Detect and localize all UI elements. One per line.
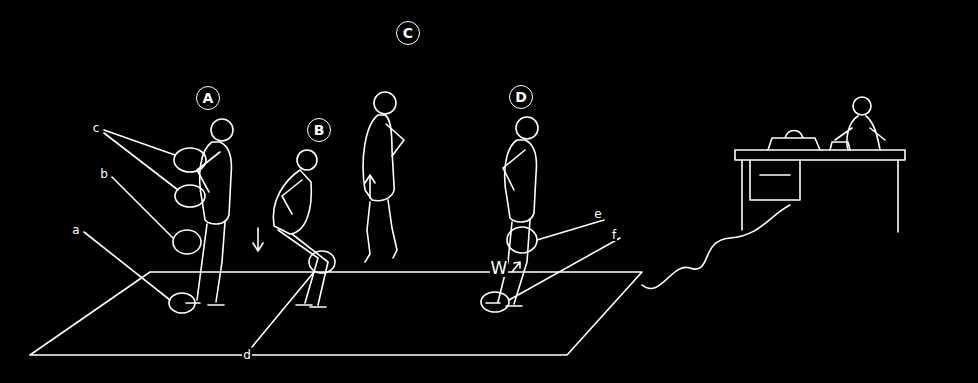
marker-circle <box>481 292 509 312</box>
figure-letter-circle: B <box>307 118 331 142</box>
figure-letter: C <box>403 26 413 40</box>
callout-letter: f <box>611 229 617 241</box>
cable <box>642 205 790 289</box>
marker-circle <box>174 148 206 172</box>
callout-letter: d <box>242 349 252 361</box>
figure-letter: B <box>314 123 325 137</box>
leader-line <box>84 130 620 347</box>
marker-circle <box>173 230 201 254</box>
callout-letter: e <box>593 208 602 220</box>
marker-circle <box>175 185 205 207</box>
operator <box>853 97 871 115</box>
marker-circle <box>169 293 195 313</box>
figure-letter-circle: A <box>196 86 220 110</box>
callout-letter: a <box>71 224 80 236</box>
up-arrow <box>365 175 375 198</box>
recorder <box>768 131 850 151</box>
marker-circle <box>507 227 537 253</box>
figure-letter-circle: D <box>509 85 533 109</box>
desk <box>735 150 905 232</box>
force-platform <box>30 272 642 355</box>
figure-letter: A <box>203 91 214 105</box>
callout-letter: c <box>92 122 101 134</box>
figure-letter: D <box>515 90 527 104</box>
down-arrow <box>253 228 263 251</box>
figure-letter-circle: C <box>396 21 420 45</box>
callout-letter: b <box>99 168 109 180</box>
marker-circle <box>309 251 335 273</box>
force-arrow <box>512 262 520 272</box>
callout-letter: W <box>490 260 509 277</box>
operator-body <box>835 116 885 150</box>
